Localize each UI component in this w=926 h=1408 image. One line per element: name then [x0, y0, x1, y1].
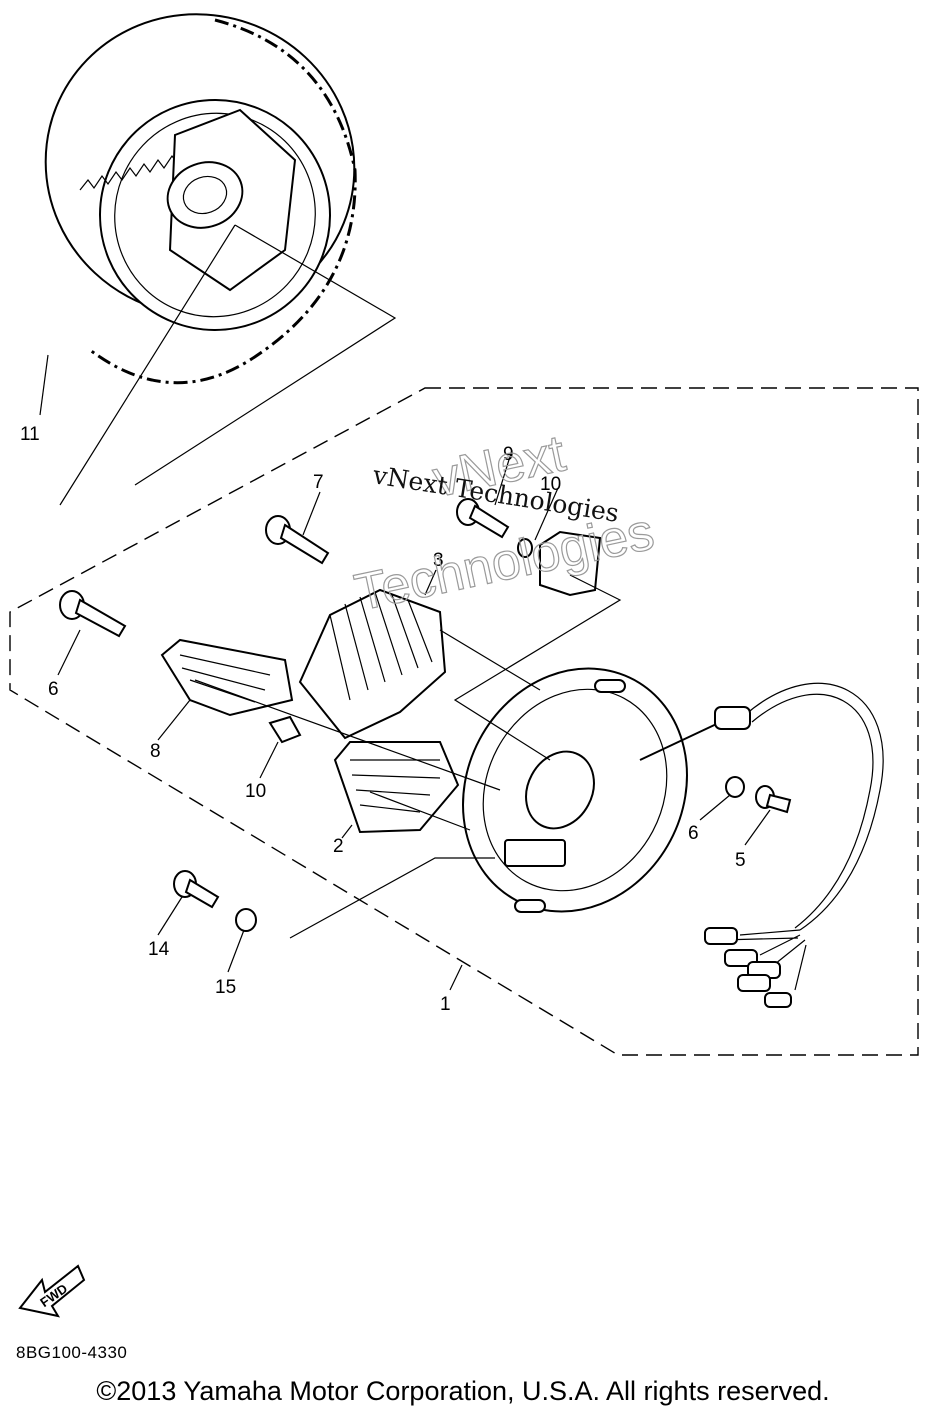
stator-base-plate — [462, 667, 688, 913]
coil-3 — [298, 588, 447, 740]
callout-labels: 11 7 3 9 10 6 8 10 2 6 5 14 15 1 — [20, 424, 746, 1015]
callout-10: 10 — [245, 781, 266, 802]
callout-2: 2 — [333, 836, 344, 857]
callout-7: 7 — [313, 472, 324, 493]
screw-11 — [456, 498, 510, 539]
screw-8 — [59, 590, 127, 638]
copyright-notice: ©2013 Yamaha Motor Corporation, U.S.A. A… — [96, 1376, 830, 1406]
callout-8: 6 — [48, 679, 59, 700]
fwd-arrow-icon: FWD — [18, 1264, 86, 1318]
washer-12 — [517, 538, 533, 558]
coil-2 — [333, 741, 460, 834]
callout-11: 9 — [503, 444, 514, 465]
collar-10 — [268, 715, 302, 744]
flywheel-rotor — [44, 13, 397, 506]
screw-14 — [173, 870, 220, 909]
watermark: vNext Technologies vNext Technologies — [349, 424, 659, 623]
wire-harness — [639, 682, 884, 1008]
callout-15: 15 — [215, 977, 236, 998]
callout-3: 3 — [433, 550, 444, 571]
assembly-boundary — [9, 387, 919, 1056]
coil-9 — [160, 638, 294, 717]
washer-15 — [235, 908, 257, 932]
callout-9: 8 — [150, 741, 161, 762]
leader-lines — [39, 354, 771, 991]
callout-5: 5 — [735, 850, 746, 871]
callout-13: 11 — [20, 424, 40, 445]
washer-6 — [725, 776, 745, 798]
pickup-coil — [539, 530, 602, 597]
callout-6: 6 — [688, 823, 699, 844]
screw-7 — [265, 515, 330, 565]
callout-1: 1 — [440, 994, 451, 1015]
screw-5 — [755, 785, 792, 814]
callout-14: 14 — [148, 939, 170, 960]
reference-code: 8BG100-4330 — [16, 1343, 128, 1362]
callout-12: 10 — [540, 474, 561, 495]
